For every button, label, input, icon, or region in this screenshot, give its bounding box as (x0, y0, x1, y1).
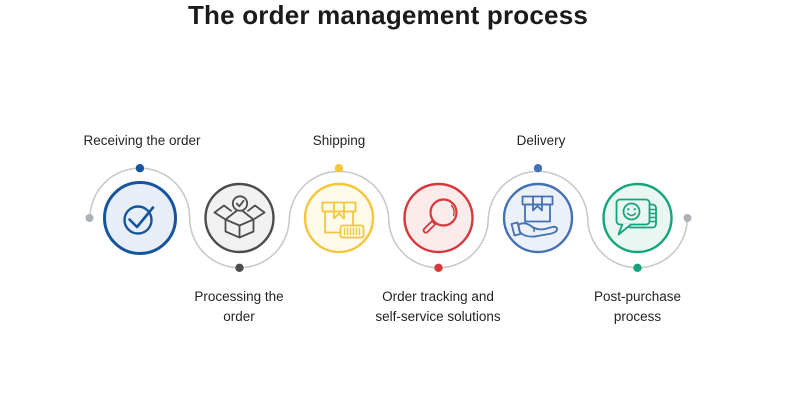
connector-end-dot (683, 214, 692, 222)
step-label-line: Processing the (194, 289, 284, 304)
step-4-circle (403, 182, 474, 254)
page-title: The order management process (187, 0, 589, 30)
step-label-post-purchase: Post-purchase process (564, 287, 711, 327)
step-3-wave-dot (334, 164, 344, 173)
step-label-receiving-the-order: Receiving the order (52, 131, 232, 151)
step-2-wave-dot (235, 263, 244, 272)
step-label-line: Delivery (516, 133, 566, 148)
step-label-line: Receiving the order (83, 133, 201, 148)
step-label-delivery: Delivery (466, 131, 616, 151)
step-2-circle (204, 182, 275, 254)
step-label-line: self-service solutions (375, 309, 501, 324)
step-label-line: Order tracking and (382, 289, 494, 304)
step-label-processing-the-order: Processing the order (168, 287, 310, 327)
connector-start-dot (85, 214, 94, 222)
step-3-circle (303, 182, 375, 254)
step-label-line: order (223, 309, 255, 324)
open-box-check-icon (213, 195, 266, 239)
package-barcode-icon (321, 201, 365, 239)
step-label-line: process (613, 309, 662, 324)
connector-wave-line (89, 167, 689, 269)
step-label-line: Shipping (312, 133, 366, 148)
step-5-wave-dot (533, 164, 543, 173)
step-label-line: Post-purchase (593, 289, 682, 304)
magnifier-icon (422, 198, 458, 234)
step-1-wave-dot (135, 164, 145, 173)
step-label-shipping: Shipping (264, 131, 414, 151)
step-4-wave-dot (434, 263, 443, 272)
step-5-circle (502, 182, 574, 254)
chat-smiley-icon (615, 198, 657, 236)
step-6-wave-dot (633, 263, 642, 272)
hand-box-icon (510, 195, 558, 238)
step-label-order-tracking: Order tracking and self-service solution… (338, 287, 538, 327)
check-circle-icon (123, 205, 155, 235)
step-1-circle (103, 181, 177, 255)
